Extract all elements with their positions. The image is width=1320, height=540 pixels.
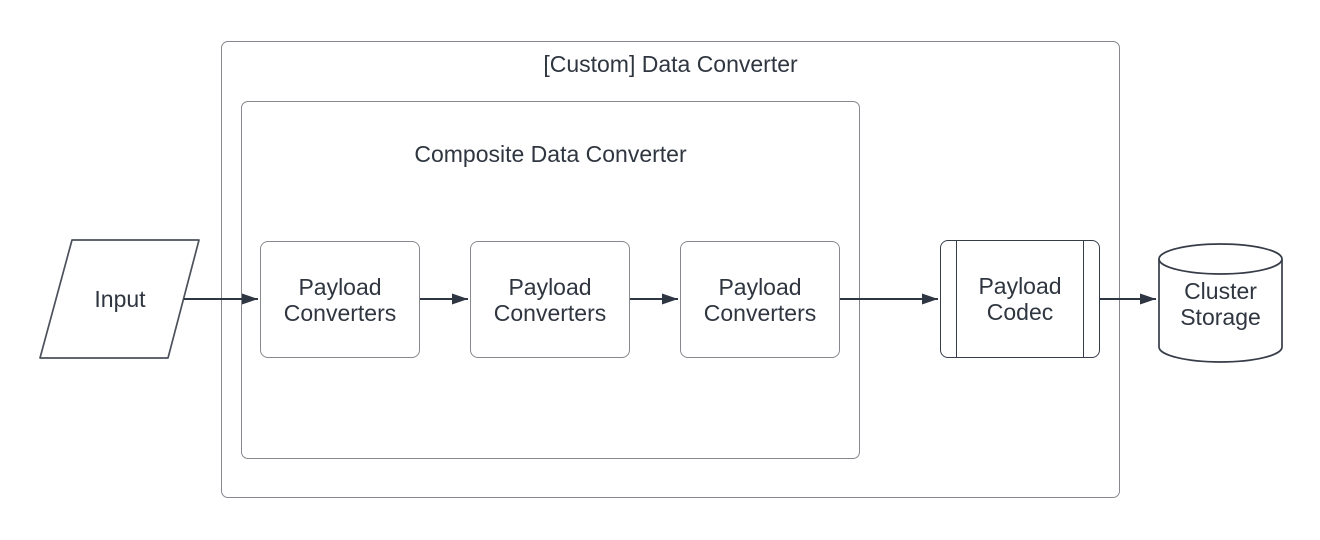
payload-codec-label: Payload Codec: [978, 273, 1062, 325]
input-label: Input: [94, 286, 146, 312]
node-payload-codec: Payload Codec: [940, 240, 1100, 358]
cluster-storage-label: Cluster Storage: [1180, 278, 1261, 330]
codec-right-bar: [1083, 241, 1084, 357]
payload-converters-3-label: Payload Converters: [703, 273, 817, 326]
codec-left-bar: [956, 241, 957, 357]
node-cluster-storage: Cluster Storage: [1165, 246, 1276, 362]
node-input: Input: [60, 240, 180, 358]
cluster-storage-cylinder-shape: [1158, 243, 1283, 363]
payload-converters-2-label: Payload Converters: [493, 273, 607, 326]
composite-data-converter-title: Composite Data Converter: [414, 141, 687, 167]
cluster-storage-cylinder-top-arc: [1158, 258, 1283, 275]
input-parallelogram-shape: [39, 239, 200, 359]
node-payload-converters-1: Payload Converters: [260, 241, 420, 358]
custom-data-converter-title: [Custom] Data Converter: [543, 51, 798, 77]
payload-converters-1-label: Payload Converters: [283, 273, 397, 326]
node-payload-converters-3: Payload Converters: [680, 241, 840, 358]
node-payload-converters-2: Payload Converters: [470, 241, 630, 358]
